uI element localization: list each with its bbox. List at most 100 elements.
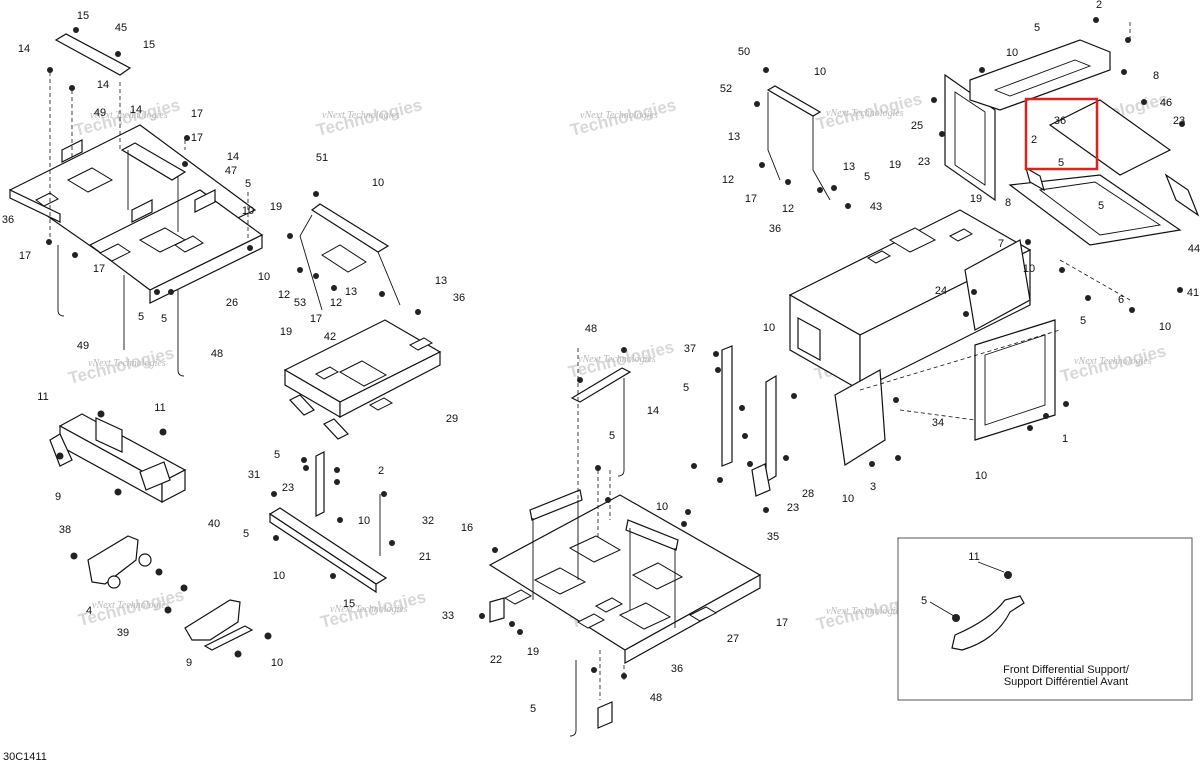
callout: 45: [115, 22, 127, 34]
callout: 10: [273, 570, 285, 582]
callout: 11: [37, 391, 48, 403]
callout: 48: [650, 692, 662, 704]
callout: 51: [316, 152, 328, 164]
watermark: vNext Technologies: [90, 110, 168, 121]
console-frame-right: [691, 17, 1200, 513]
callout: 5: [243, 528, 249, 540]
callout: 12: [278, 289, 290, 301]
front-differential-inset: Front Differential Support/ Support Diff…: [897, 537, 1193, 701]
callout: 8: [1005, 197, 1011, 209]
callout: 39: [117, 627, 129, 639]
callout: 19: [889, 159, 901, 171]
callout: 5: [274, 449, 280, 461]
rail-31-21-32: [268, 451, 395, 594]
watermark: vNext Technologies: [88, 358, 166, 369]
callout: 36: [1054, 115, 1066, 127]
watermark: vNext Technologies: [826, 606, 904, 617]
callout: 23: [787, 502, 799, 514]
callout: 26: [226, 297, 238, 309]
callout: 13: [345, 286, 357, 298]
callout: 13: [435, 275, 447, 287]
inset-frame: [897, 537, 1193, 701]
callout: 44: [1188, 243, 1200, 255]
watermark: vNext Technologies: [578, 354, 656, 365]
callout: 31: [248, 469, 260, 481]
callout: 48: [211, 348, 223, 360]
callout: 11: [968, 551, 979, 563]
callout: 5: [245, 178, 251, 190]
callout: 13: [728, 131, 740, 143]
callout: 2: [378, 465, 384, 477]
watermark: vNext Technologies: [322, 110, 400, 121]
callout: 21: [419, 551, 431, 563]
callout: 5: [138, 311, 144, 323]
callout: 46: [1160, 97, 1172, 109]
highlight-box: [1024, 97, 1099, 171]
callout: 47: [225, 165, 237, 177]
callout: 53: [294, 297, 306, 309]
callout: 19: [270, 201, 282, 213]
callout: 42: [324, 331, 336, 343]
callout: 12: [722, 174, 734, 186]
callout: 24: [935, 285, 947, 297]
callout: 37: [684, 343, 696, 355]
callout: 17: [776, 617, 788, 629]
callout: 13: [843, 161, 855, 173]
callout: 36: [453, 292, 465, 304]
callout: 4: [86, 605, 92, 617]
support-bracket-38: [70, 535, 272, 658]
callout: 1: [1062, 433, 1068, 445]
callout: 28: [802, 488, 814, 500]
callout: 29: [446, 413, 458, 425]
callout: 25: [911, 120, 923, 132]
cross-member-29: [49, 410, 187, 504]
callout: 17: [191, 108, 203, 120]
callout: 17: [93, 263, 105, 275]
callout: 10: [372, 177, 384, 189]
callout: 5: [683, 382, 689, 394]
callout: 16: [461, 522, 473, 534]
callout: 14: [647, 405, 659, 417]
watermark: vNext Technologies: [580, 110, 658, 121]
callout: 10: [656, 501, 668, 513]
callout: 5: [1080, 315, 1086, 327]
callout: 8: [1153, 70, 1159, 82]
callout: 49: [94, 107, 106, 119]
callout: 17: [745, 193, 757, 205]
callout: 35: [767, 531, 779, 543]
callout: 15: [77, 10, 89, 22]
callout: 14: [227, 151, 239, 163]
callout: 19: [280, 326, 292, 338]
callout: 10: [1006, 47, 1018, 59]
callout: 32: [422, 515, 434, 527]
callout: 6: [1118, 294, 1124, 306]
callout: 5: [161, 313, 167, 325]
callout: 9: [186, 657, 192, 669]
callout: 5: [864, 171, 870, 183]
callout: 17: [310, 313, 322, 325]
callout: 19: [527, 646, 539, 658]
callout: 19: [970, 193, 982, 205]
watermark: vNext Technologies: [826, 108, 904, 119]
callout: 49: [77, 340, 89, 352]
callout: 2: [1031, 134, 1037, 146]
callout: 23: [918, 156, 930, 168]
inset-caption-line2: Support Différentiel Avant: [1004, 676, 1128, 688]
callout: 33: [442, 610, 454, 622]
callout: 48: [585, 323, 597, 335]
callout: 36: [671, 663, 683, 675]
callout-labels: 15 45 15 14 14 14 17 49 17 14 47 36 17 1…: [2, 0, 1200, 715]
callout: 5: [609, 430, 615, 442]
callout: 10: [258, 271, 270, 283]
watermark: vNext Technologies: [1074, 356, 1152, 367]
callout: 36: [769, 223, 781, 235]
callout: 12: [782, 203, 794, 215]
callout: 12: [330, 297, 342, 309]
watermark: vNext Technologies: [330, 604, 408, 615]
callout: 17: [19, 250, 31, 262]
inset-caption-line1: Front Differential Support/: [1003, 664, 1130, 676]
callout: 3: [870, 481, 876, 493]
callout: 14: [18, 43, 30, 55]
callout: 38: [59, 524, 71, 536]
